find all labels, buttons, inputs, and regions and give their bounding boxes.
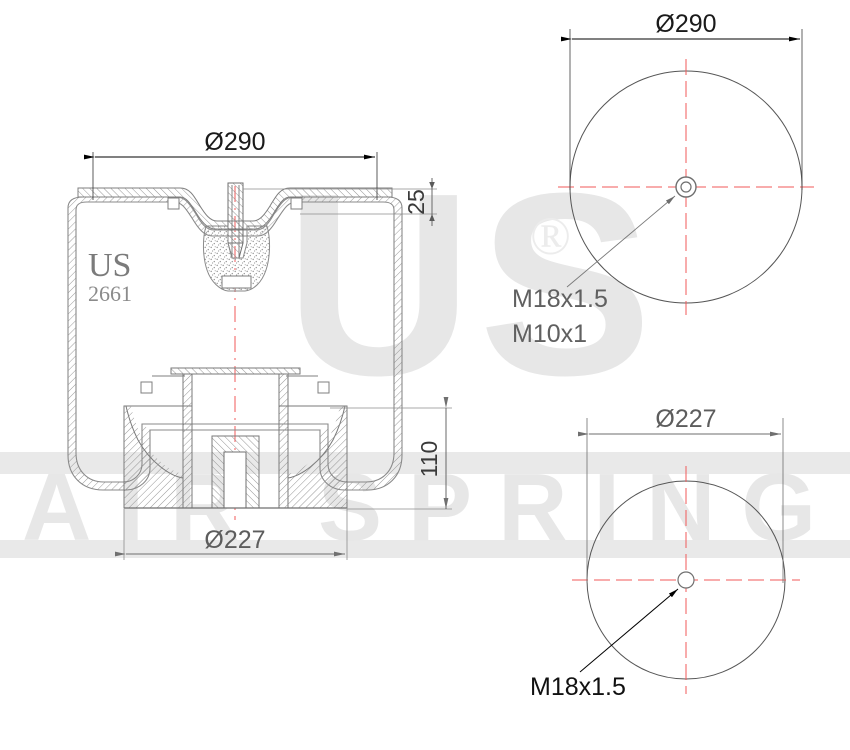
- piston-wall-right: [278, 373, 289, 509]
- dimension-label-od-290-plan: Ø290: [655, 10, 716, 38]
- dimension-label-od-290-section: Ø290: [204, 128, 265, 156]
- piston-skirt-hatch-left: [124, 406, 183, 508]
- internal-bumper: [203, 225, 270, 292]
- piston-top-flange: [170, 367, 301, 375]
- dimension-label-110: 110: [416, 441, 442, 478]
- dimension-od-290-section: Ø290: [84, 128, 378, 200]
- piston-skirt-hatch-right: [288, 406, 347, 508]
- bead-ring-upper-left: [167, 197, 180, 210]
- dimension-label-25: 25: [403, 189, 429, 215]
- part-label-number: 2661: [88, 281, 132, 306]
- arrow-down: [429, 182, 435, 189]
- bellows-wall-hatch-left: [68, 197, 214, 490]
- piston-plan-view: Ø227 M18x1.5: [530, 405, 800, 701]
- top-plate-plan-view: Ø290 M18x1.5 M10x1: [512, 10, 814, 348]
- top-cover-plate: [77, 187, 393, 230]
- watermark-brand-airspring: AIR SPRING: [22, 454, 843, 561]
- plate-thread-leader: [566, 195, 676, 288]
- bead-ring-lower-right: [317, 381, 330, 394]
- bead-ring-upper-right: [290, 197, 303, 210]
- piston-thread-leader: [579, 588, 679, 673]
- dimension-od-290-plan: Ø290: [561, 10, 803, 190]
- bead-ring-lower-left: [140, 381, 153, 394]
- bumper-base-plate: [221, 275, 252, 289]
- part-label-brand: US: [88, 247, 131, 284]
- piston-center-hole: [677, 571, 695, 589]
- dimension-piston-110: 110: [330, 397, 452, 510]
- plate-center-hole-inner: [680, 181, 692, 193]
- watermark-registered-icon: ®: [530, 206, 572, 266]
- bellows-wall-hatch-right: [256, 197, 402, 490]
- dimension-od-227-section: Ø227: [115, 509, 348, 560]
- callout-thread-m18: M18x1.5: [512, 285, 608, 313]
- piston-wall-left: [182, 373, 193, 509]
- callout-thread-piston-m18: M18x1.5: [530, 673, 626, 701]
- dimension-label-od-227-plan: Ø227: [655, 405, 716, 433]
- callout-thread-m10: M10x1: [512, 320, 587, 348]
- arrow-up: [429, 214, 435, 221]
- dimension-label-od-227-section: Ø227: [204, 526, 265, 554]
- piston-center-bore: [223, 451, 247, 509]
- dimension-od-227-plan: Ø227: [578, 405, 784, 583]
- cross-section-view: Ø290 25 110: [67, 128, 452, 560]
- dimension-plate-25: 25: [243, 178, 437, 226]
